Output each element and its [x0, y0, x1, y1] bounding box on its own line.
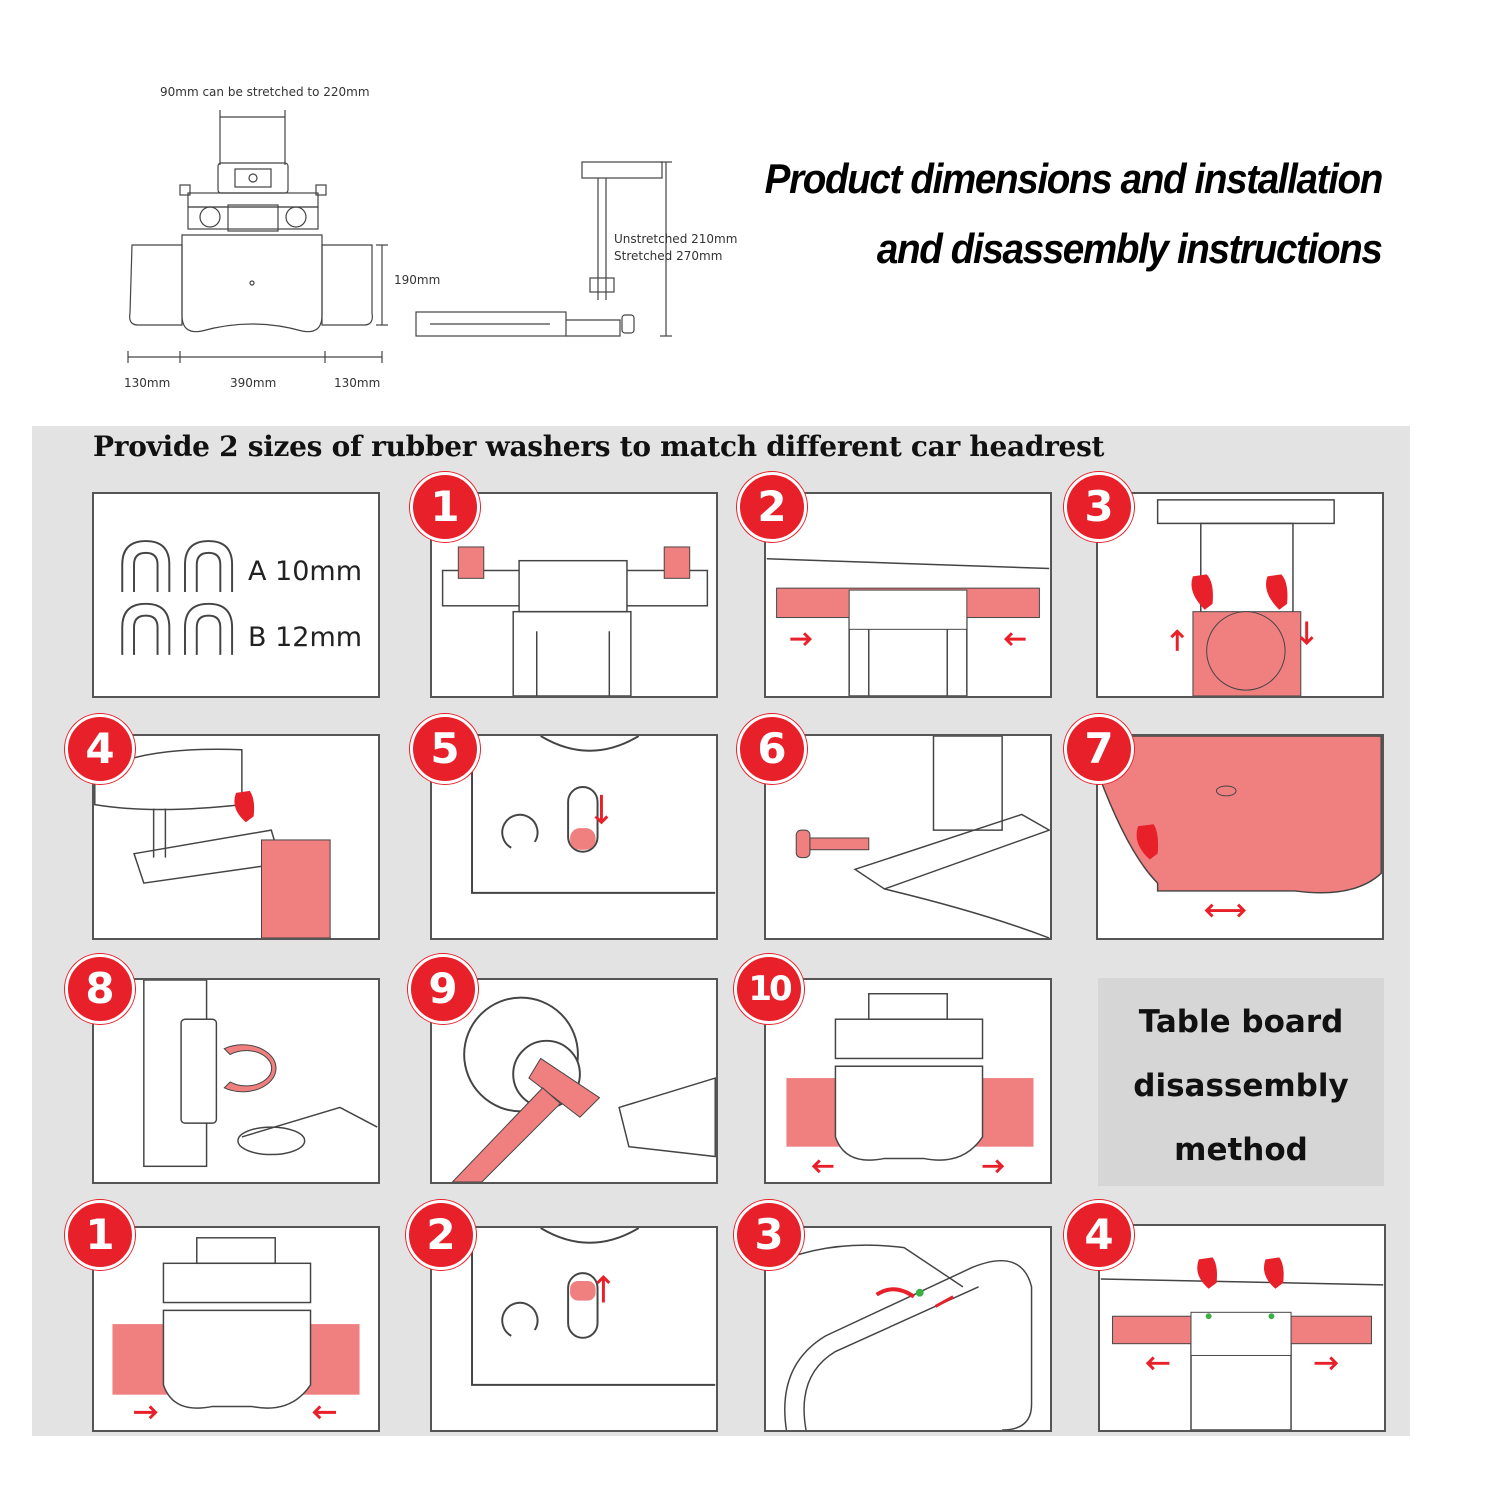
width-right-label: 130mm: [334, 376, 381, 390]
install-step-6-panel: [764, 734, 1052, 940]
install-step-10-panel: [764, 978, 1052, 1184]
install-step-5-panel: [430, 734, 718, 940]
install-step-3-badge: 3: [1064, 472, 1134, 542]
install-step-7-badge: 7: [1064, 714, 1134, 784]
install-step-10-badge: 10: [734, 954, 804, 1024]
front-dimension-drawing: [127, 110, 388, 363]
install-step-9-panel: [430, 978, 718, 1184]
washer-panel: A 10mm B 12mm: [92, 492, 380, 698]
washer-u-shapes: [121, 540, 234, 655]
install-step-7-panel: [1096, 734, 1384, 940]
install-step-8-badge: 8: [65, 954, 135, 1024]
disassembly-step-2-panel: [430, 1226, 718, 1432]
install-step-2-panel: [764, 492, 1052, 698]
install-step-2-badge: 2: [737, 472, 807, 542]
headline-line-1: Product dimensions and installation: [764, 155, 1384, 202]
install-step-9-badge: 9: [408, 954, 478, 1024]
disassembly-step-3-badge: 3: [734, 1200, 804, 1270]
disassembly-method-title: Table board disassembly method: [1098, 978, 1384, 1186]
disassembly-step-2-badge: 2: [406, 1200, 476, 1270]
headline-line-2: and disassembly instructions: [877, 225, 1383, 272]
washer-b-label: B 12mm: [248, 622, 363, 653]
install-step-8-panel: [92, 978, 380, 1184]
stretch-note: 90mm can be stretched to 220mm: [160, 85, 370, 99]
install-step-4-panel: [92, 734, 380, 940]
disassembly-step-4-panel: [1098, 1224, 1386, 1432]
install-step-3-panel: [1096, 492, 1384, 698]
washer-title: Provide 2 sizes of rubber washers to mat…: [93, 430, 1105, 463]
height-label: 190mm: [394, 273, 441, 287]
width-center-label: 390mm: [230, 376, 277, 390]
disassembly-step-3-panel: [764, 1226, 1052, 1432]
install-step-1-badge: 1: [410, 472, 480, 542]
method-line-2: disassembly: [1133, 1068, 1349, 1104]
stretched-label: Stretched 270mm: [614, 249, 723, 263]
side-dimension-drawing: [415, 161, 672, 337]
width-left-label: 130mm: [124, 376, 171, 390]
disassembly-step-1-panel: [92, 1226, 380, 1432]
disassembly-step-4-badge: 4: [1064, 1200, 1134, 1270]
unstretched-label: Unstretched 210mm: [614, 232, 738, 246]
method-line-1: Table board: [1138, 1004, 1344, 1040]
washer-a-label: A 10mm: [248, 556, 363, 587]
install-step-4-badge: 4: [65, 714, 135, 784]
disassembly-step-1-badge: 1: [65, 1200, 135, 1270]
install-step-5-badge: 5: [410, 714, 480, 784]
method-line-3: method: [1174, 1132, 1308, 1168]
install-step-1-panel: [430, 492, 718, 698]
install-step-6-badge: 6: [737, 714, 807, 784]
